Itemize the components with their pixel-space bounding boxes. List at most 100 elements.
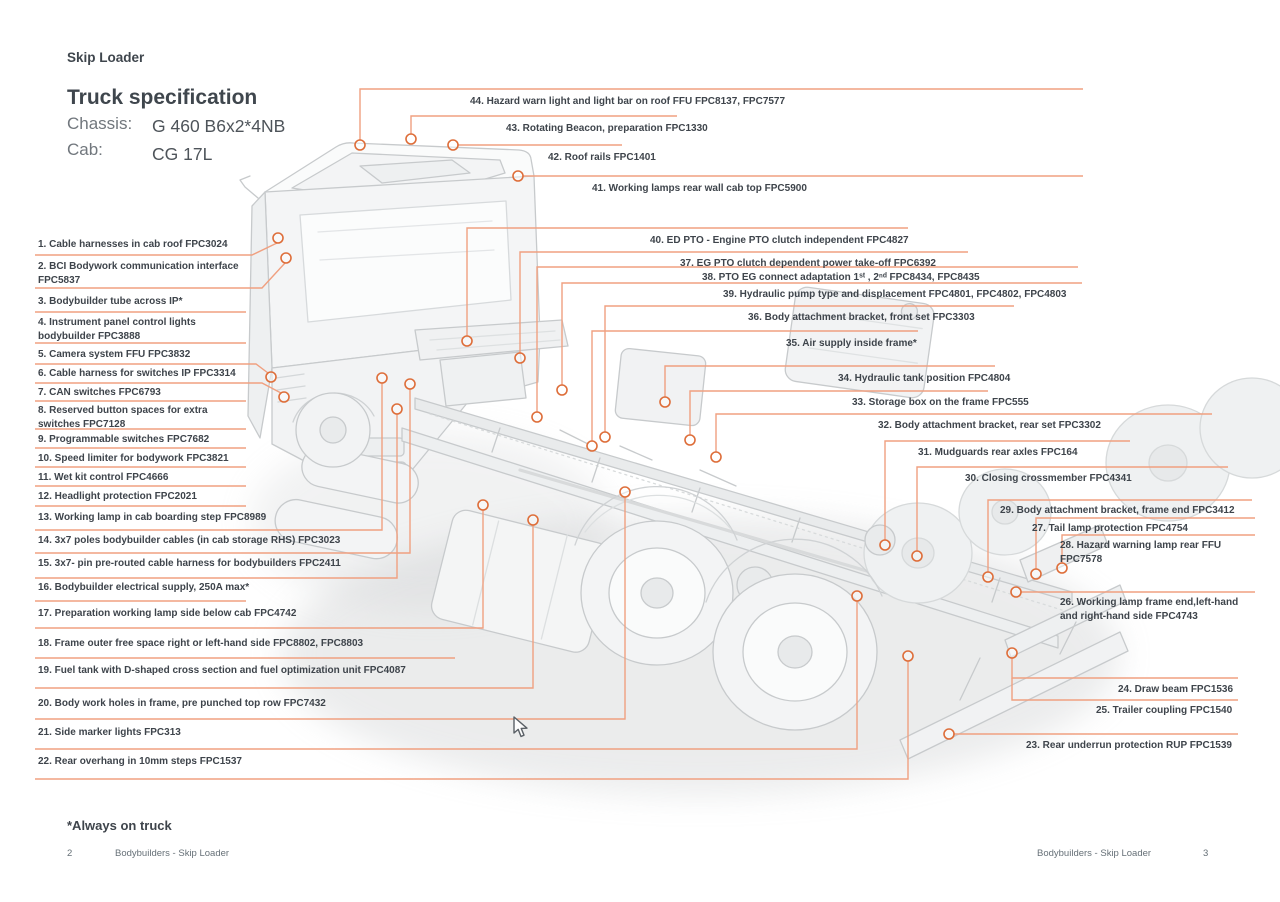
callout-label-38: 38. PTO EG connect adaptation 1ˢᵗ , 2ⁿᵈ …: [702, 272, 980, 283]
leader-21: [35, 601, 858, 750]
cab-label: Cab:: [67, 140, 103, 159]
ring-30: [911, 550, 923, 562]
footer-right-page-number: 3: [1203, 848, 1209, 859]
ring-29: [982, 571, 994, 583]
callout-label-2: 2. BCI Bodywork communication interface …: [38, 261, 239, 286]
callout-label-4: 4. Instrument panel control lights bodyb…: [38, 317, 196, 342]
leader-40: [466, 227, 908, 336]
leader-38: [536, 266, 1078, 412]
ring-36: [599, 431, 611, 443]
leader-22: [35, 661, 909, 780]
chassis-label: Chassis:: [67, 114, 133, 133]
ring-38: [531, 411, 543, 423]
callout-label-35: 35. Air supply inside frame*: [786, 338, 917, 349]
leader-44: [359, 88, 1083, 140]
callout-label-44: 44. Hazard warn light and light bar on r…: [470, 96, 786, 107]
cab-value: CG 17L: [152, 144, 213, 164]
callout-label-19: 19. Fuel tank with D-shaped cross sectio…: [38, 665, 406, 676]
callout-label-24: 24. Draw beam FPC1536: [1118, 684, 1234, 695]
callout-label-29: 29. Body attachment bracket, frame end F…: [1000, 505, 1235, 516]
callout-label-30: 30. Closing crossmember FPC4341: [965, 473, 1132, 484]
ring-5: [265, 371, 277, 383]
ring-40: [461, 335, 473, 347]
callout-label-28: 28. Hazard warning lamp rear FFU FPC7578: [1060, 540, 1222, 565]
callout-label-7: 7. CAN switches FPC6793: [38, 387, 161, 398]
callout-label-37: 37. EG PTO clutch dependent power take-o…: [680, 258, 936, 269]
leader-30: [916, 466, 1228, 551]
leader-37: [519, 251, 968, 353]
ring-21: [851, 590, 863, 602]
callout-label-34: 34. Hydraulic tank position FPC4804: [838, 373, 1011, 384]
callout-label-25: 25. Trailer coupling FPC1540: [1096, 705, 1233, 716]
ring-27: [1030, 568, 1042, 580]
callout-label-43: 43. Rotating Beacon, preparation FPC1330: [506, 123, 708, 134]
callout-label-6: 6. Cable harness for switches IP FPC3314: [38, 368, 236, 379]
callout-label-8: 8. Reserved button spaces for extra swit…: [38, 405, 208, 430]
callout-label-13: 13. Working lamp in cab boarding step FP…: [38, 512, 267, 523]
chassis-value: G 460 B6x2*4NB: [152, 116, 286, 136]
callout-label-3: 3. Bodybuilder tube across IP*: [38, 296, 183, 307]
leader-33: [689, 390, 988, 435]
leader-36: [604, 305, 1014, 432]
callout-label-32: 32. Body attachment bracket, rear set FP…: [878, 420, 1101, 431]
callout-label-12: 12. Headlight protection FPC2021: [38, 491, 197, 502]
leader-34: [664, 365, 995, 397]
ring-32: [710, 451, 722, 463]
callout-label-5: 5. Camera system FFU FPC3832: [38, 349, 191, 360]
ring-34: [659, 396, 671, 408]
leader-29: [987, 499, 1252, 572]
callout-label-40: 40. ED PTO - Engine PTO clutch independe…: [650, 235, 909, 246]
leader-32: [715, 413, 1212, 452]
callout-label-36: 36. Body attachment bracket, front set F…: [748, 312, 975, 323]
page-title: Truck specification: [67, 86, 258, 109]
callout-label-31: 31. Mudguards rear axles FPC164: [918, 447, 1078, 458]
callout-label-10: 10. Speed limiter for bodywork FPC3821: [38, 453, 229, 464]
ring-28: [1056, 562, 1068, 574]
leader-17: [35, 510, 484, 629]
ring-17: [477, 499, 489, 511]
document-kicker: Skip Loader: [67, 50, 145, 65]
leader-15: [35, 414, 398, 579]
leader-28: [1061, 534, 1255, 563]
footnote-always-on-truck: *Always on truck: [67, 818, 172, 833]
leader-27: [1035, 517, 1255, 569]
leader-lines: [35, 88, 1255, 780]
leader-14: [35, 389, 411, 554]
ring-41: [512, 170, 524, 182]
ring-22: [902, 650, 914, 662]
ring-14: [404, 378, 416, 390]
ring-35: [586, 440, 598, 452]
ring-39: [556, 384, 568, 396]
ring-13: [376, 372, 388, 384]
leader-25: [1011, 678, 1238, 701]
footer-left-text: Bodybuilders - Skip Loader: [115, 848, 230, 859]
ring-42: [447, 139, 459, 151]
leader-20: [35, 497, 626, 720]
footer-left-page-number: 2: [67, 848, 73, 859]
leader-2: [35, 262, 286, 289]
callout-label-9: 9. Programmable switches FPC7682: [38, 434, 210, 445]
callout-label-26: 26. Working lamp frame end,left-hand and…: [1060, 597, 1239, 622]
leader-1: [35, 242, 278, 256]
leader-13: [35, 383, 383, 531]
callout-label-41: 41. Working lamps rear wall cab top FPC5…: [592, 183, 807, 194]
ring-19: [527, 514, 539, 526]
ring-31: [879, 539, 891, 551]
callout-label-16: 16. Bodybuilder electrical supply, 250A …: [38, 582, 250, 593]
truck-sketch: [239, 142, 1280, 760]
callout-label-15: 15. 3x7- pin pre-routed cable harness fo…: [38, 558, 341, 569]
callout-label-1: 1. Cable harnesses in cab roof FPC3024: [38, 239, 228, 250]
callout-label-17: 17. Preparation working lamp side below …: [38, 608, 297, 619]
mouse-cursor: [513, 716, 528, 738]
leader-31: [884, 440, 1130, 540]
callout-label-33: 33. Storage box on the frame FPC555: [852, 397, 1029, 408]
ring-23: [943, 728, 955, 740]
leader-19: [35, 525, 534, 689]
callout-label-18: 18. Frame outer free space right or left…: [38, 638, 364, 649]
leader-5: [35, 363, 269, 374]
callout-label-21: 21. Side marker lights FPC313: [38, 727, 181, 738]
leader-35: [591, 330, 918, 441]
leader-6: [35, 382, 282, 394]
